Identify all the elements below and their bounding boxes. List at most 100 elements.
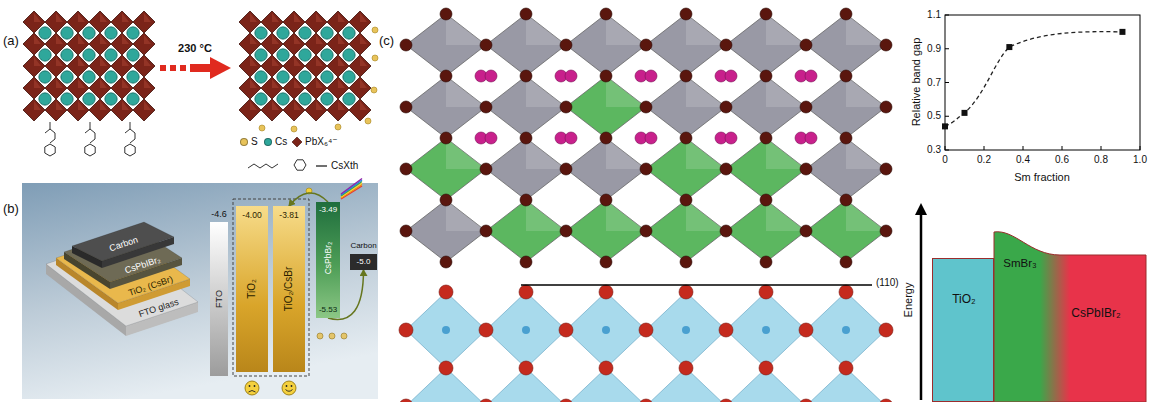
sm-atom — [485, 70, 497, 82]
tio2-octahedron — [566, 292, 646, 368]
octahedron — [486, 138, 566, 200]
octahedron-facet — [144, 57, 151, 66]
benzene-ring — [45, 144, 55, 156]
octahedron-facet — [294, 13, 301, 22]
halide-atom — [480, 163, 492, 175]
light-beam — [341, 180, 362, 195]
octahedron — [566, 76, 646, 138]
plane-index: (110) — [876, 278, 899, 288]
tick-label: 1.0 — [1133, 155, 1147, 165]
node-text: CsPbBr₂ — [324, 242, 333, 275]
sulfur-atom — [365, 118, 371, 124]
octahedron-facet — [360, 57, 367, 66]
halide-atom — [800, 39, 812, 51]
cs-atom — [83, 93, 95, 105]
legend-swatch — [240, 138, 248, 146]
halide-atom — [440, 256, 452, 268]
halide-atom — [640, 163, 652, 175]
tick-label: 0.2 — [977, 155, 991, 165]
plot-frame — [945, 15, 1140, 150]
octahedron — [406, 138, 486, 200]
octahedron — [806, 138, 886, 200]
band-region — [994, 232, 1146, 402]
tick — [1023, 146, 1024, 150]
halide-atom — [600, 256, 612, 268]
node-text: -5.0 — [357, 258, 371, 266]
octahedron — [566, 14, 646, 76]
halide-atom — [680, 70, 692, 82]
cs-atom — [61, 27, 73, 39]
octahedron-facet — [446, 200, 486, 231]
halide-atom — [840, 132, 852, 144]
tick — [984, 146, 985, 150]
halide-atom — [520, 132, 532, 144]
oxygen-atom — [639, 399, 653, 402]
octahedron — [486, 14, 566, 76]
octahedron-facet — [360, 101, 367, 110]
sulfur-atom — [371, 87, 377, 93]
oxygen-atom — [599, 361, 613, 375]
octahedron-facet — [846, 76, 886, 107]
halide-atom — [440, 70, 452, 82]
cs-atom — [105, 71, 117, 83]
tick — [945, 82, 949, 83]
halide-atom — [800, 101, 812, 113]
cs-atom — [105, 93, 117, 105]
oxygen-atom — [559, 399, 573, 402]
tick — [1062, 146, 1063, 150]
cs-atom — [83, 49, 95, 61]
halide-atom — [400, 39, 412, 51]
node-text: -3.49 — [319, 206, 337, 214]
oxygen-atom — [399, 399, 413, 402]
octahedron-facet — [446, 14, 486, 45]
octahedron — [486, 76, 566, 138]
octahedron — [566, 138, 646, 200]
octahedron — [566, 200, 646, 262]
arrow-dash — [170, 65, 176, 71]
halide-atom — [560, 39, 572, 51]
octahedron-facet — [360, 79, 367, 88]
energy-bar: -4.00TiO₂ — [236, 206, 268, 372]
halide-atom — [680, 132, 692, 144]
oxygen-atom — [479, 323, 493, 337]
sm-atom — [805, 70, 817, 82]
cs-atom — [83, 27, 95, 39]
octahedron-facet — [846, 14, 886, 45]
halide-atom — [520, 8, 532, 20]
temperature-label: 230 °C — [178, 43, 212, 54]
hole — [329, 333, 335, 339]
oxygen-atom — [839, 361, 853, 375]
ligand-chain — [45, 122, 55, 143]
light-beam — [341, 183, 362, 197]
tick-label: 0.3 — [927, 145, 941, 155]
halide-atom — [840, 256, 852, 268]
cs-atom — [321, 49, 333, 61]
cs-atom — [127, 27, 139, 39]
legend-text: Cs — [275, 137, 287, 147]
emoji-eye — [291, 385, 293, 387]
oxygen-atom — [479, 399, 493, 402]
tick-label: 0.8 — [1094, 155, 1108, 165]
ti-atom — [682, 326, 690, 334]
halide-atom — [520, 256, 532, 268]
oxygen-atom — [839, 285, 853, 299]
ti-atom — [442, 326, 450, 334]
halide-atom — [760, 194, 772, 206]
node-text: SmBr₃ — [1003, 258, 1036, 270]
cs-atom — [321, 93, 333, 105]
sulfur-atom — [372, 55, 378, 61]
halide-atom — [560, 225, 572, 237]
octahedron-facet — [250, 13, 257, 22]
ti-atom — [762, 326, 770, 334]
ti-atom — [522, 326, 530, 334]
halide-atom — [720, 225, 732, 237]
oxygen-atom — [879, 323, 893, 337]
cs-atom — [277, 93, 289, 105]
arrow-head — [210, 57, 231, 79]
octahedron — [646, 138, 726, 200]
tio2-octahedron — [486, 292, 566, 368]
octahedron — [406, 76, 486, 138]
cs-atom — [127, 71, 139, 83]
oxygen-atom — [519, 285, 533, 299]
